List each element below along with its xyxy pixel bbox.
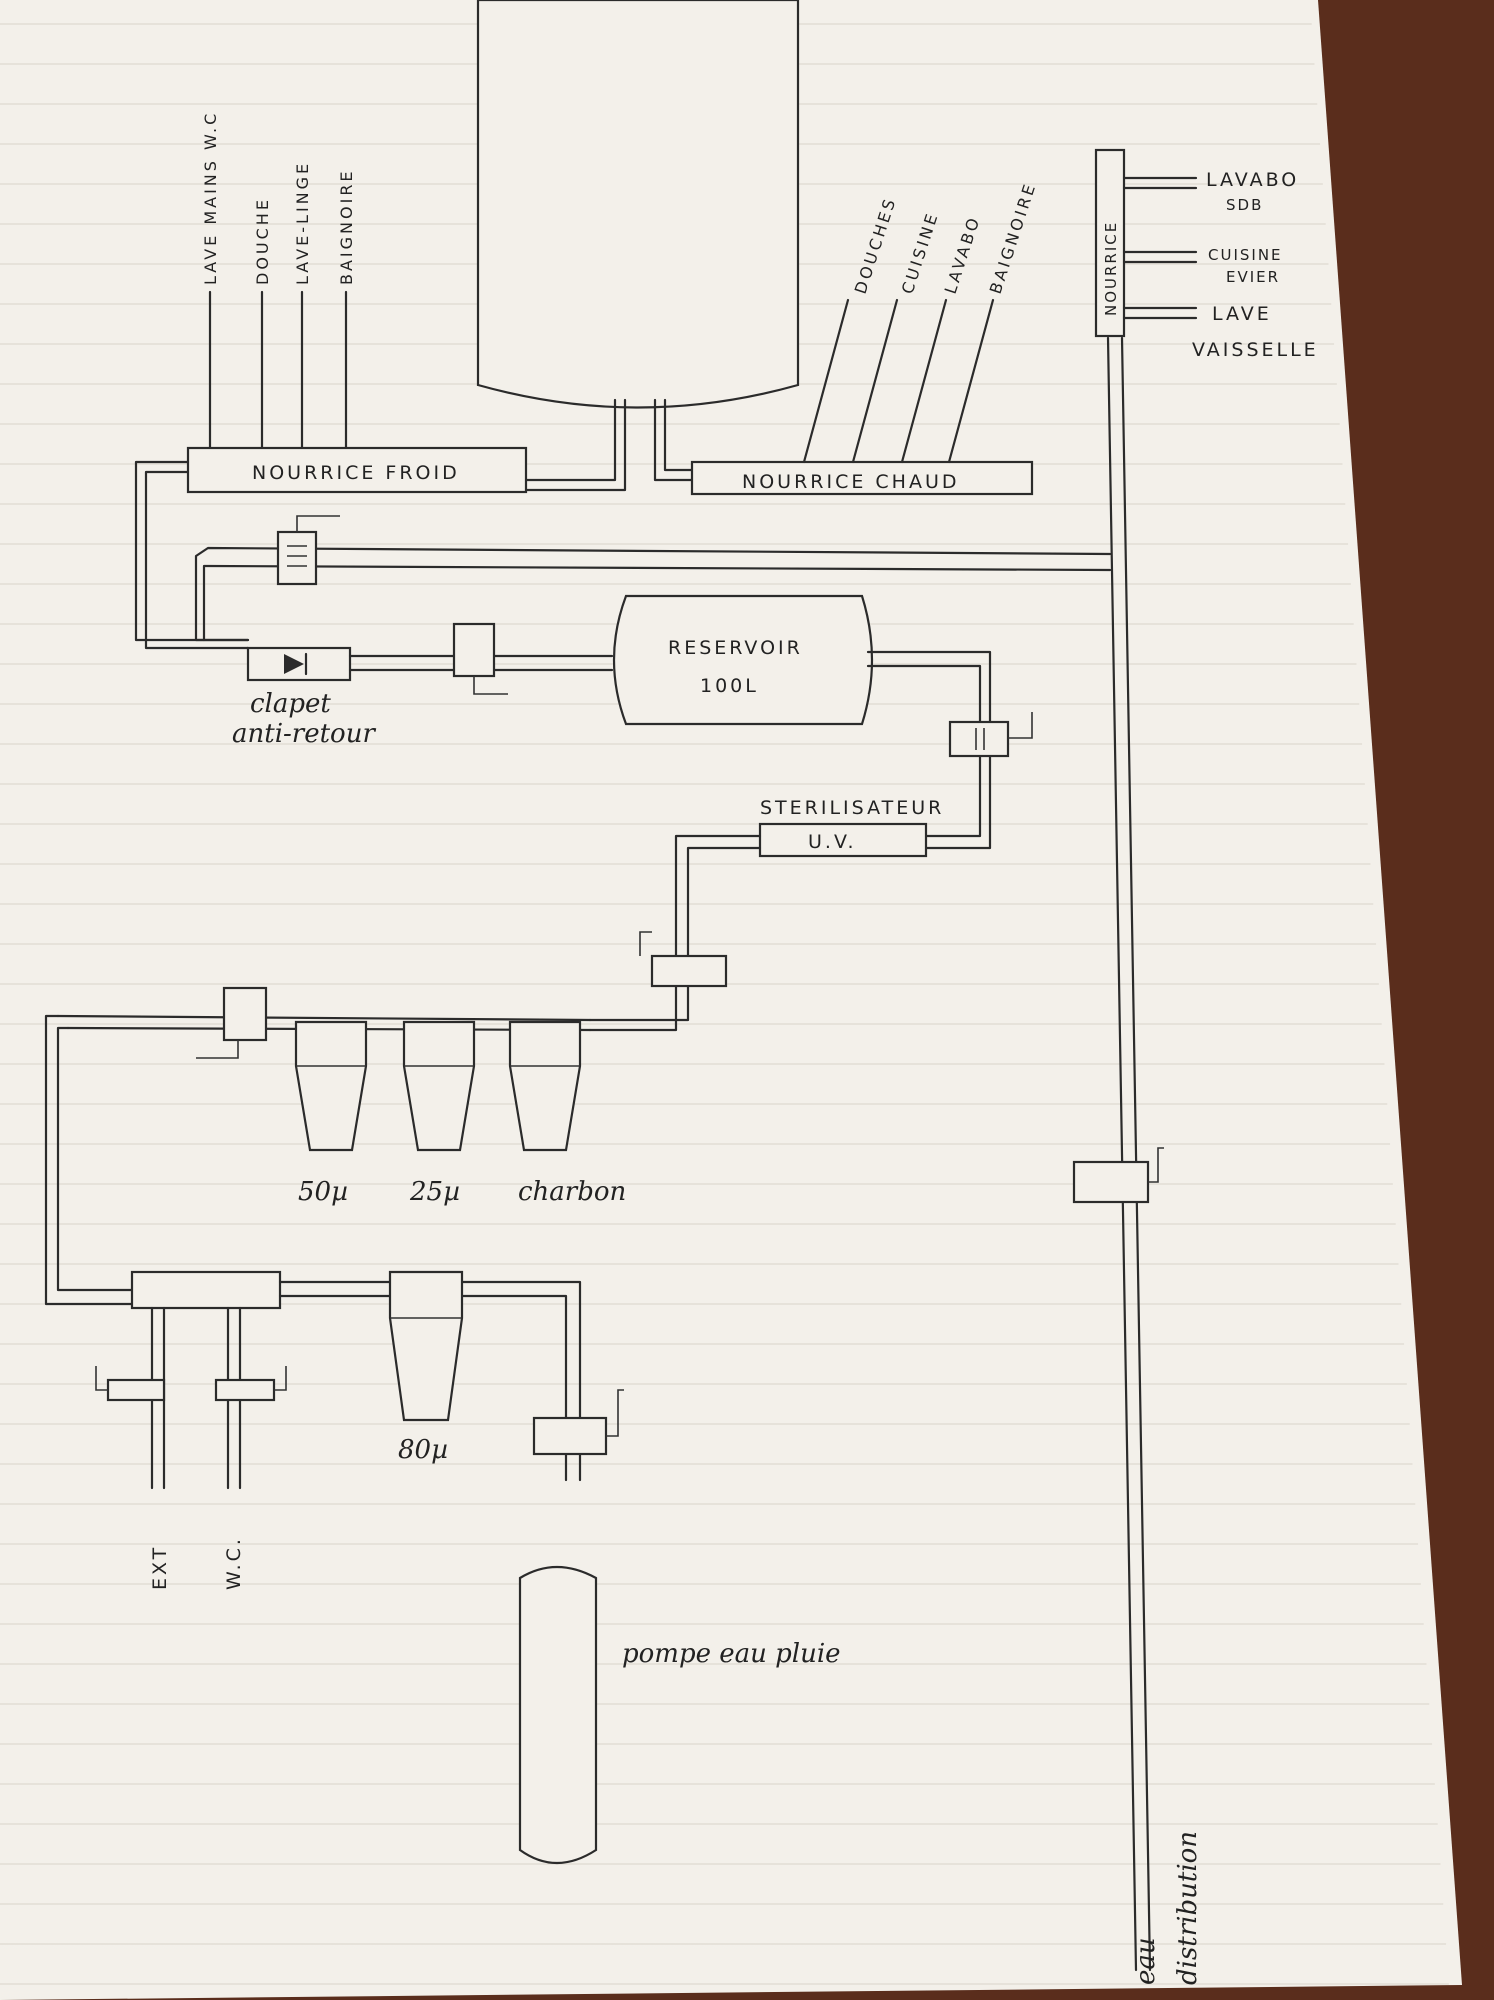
filter-line-valve [650, 954, 728, 988]
filter-cartridge [508, 1020, 582, 1152]
city-outlet-label: LAVE [1212, 303, 1272, 325]
reservoir-label: RESERVOIR [668, 637, 803, 659]
check-valve-label: clapet [250, 689, 331, 719]
filter-cartridges [294, 1020, 582, 1152]
cold-outlet-pipes [208, 290, 348, 450]
wc-valve [214, 1378, 276, 1402]
sterilizer-to-filters [588, 834, 762, 1032]
city-outlet-label: LAVABO [1206, 169, 1299, 191]
cross-supply-valve-marks [287, 515, 340, 567]
cold-outlet-labels: LAVE MAINS W.C DOUCHE LAVE-LINGE BAIGNOI… [201, 111, 356, 285]
city-outlet-pipes [1122, 176, 1198, 320]
cold-outlet-label: LAVE-LINGE [293, 161, 312, 285]
reservoir-tank [612, 594, 874, 726]
reservoir-outlet-valve-marks [975, 712, 1033, 750]
filter-cartridge [294, 1020, 368, 1152]
city-water-label: eau [1131, 1937, 1161, 1985]
city-water-label: distribution [1173, 1831, 1203, 1985]
filter-bypass-valve [222, 986, 268, 1042]
filter-label: 25µ [409, 1177, 460, 1207]
check-valve-arrow [284, 654, 304, 674]
city-manifold-label: NOURRICE [1102, 221, 1120, 316]
city-riser-valve [1072, 1160, 1150, 1204]
left-return-line [44, 1014, 134, 1306]
cross-supply-valve [276, 530, 318, 586]
uv-sterilizer-label: U.V. [808, 831, 857, 853]
hot-manifold [690, 460, 1034, 496]
city-manifold [1094, 148, 1126, 338]
reservoir-inlet-valve [452, 622, 496, 678]
paper-sheet [0, 0, 1462, 2000]
wc-label: W.C. [223, 1536, 245, 1590]
ext-valve [106, 1378, 166, 1402]
rain-pump-label: pompe eau pluie [622, 1639, 841, 1669]
cold-manifold [186, 446, 528, 494]
rain-pump [518, 1565, 598, 1865]
filter-80-label: 80µ [398, 1435, 448, 1465]
check-valve-label: anti-retour [232, 719, 376, 749]
cold-feed-left [134, 460, 250, 650]
filter-label: charbon [518, 1177, 626, 1207]
reservoir-label: 100L [700, 675, 759, 697]
city-water-riser [1106, 336, 1152, 1972]
filter-80-cartridge [388, 1270, 464, 1422]
filter-cartridge [402, 1020, 476, 1152]
hot-manifold-label: NOURRICE CHAUD [742, 471, 959, 493]
pump-line-valve [532, 1416, 608, 1456]
cold-outlet-label: DOUCHE [253, 197, 272, 285]
reservoir-outlet-valve [948, 720, 1010, 758]
cold-manifold-label: NOURRICE FROID [252, 462, 460, 484]
ext-label: EXT [149, 1545, 171, 1590]
city-outlet-label: SDB [1226, 196, 1263, 214]
city-outlet-label: VAISSELLE [1192, 339, 1319, 361]
hot-outlet-pipes [802, 298, 995, 464]
heater-cold-feed [524, 398, 627, 492]
sterilizer-title: STERILISATEUR [760, 797, 944, 819]
pump-manifold [130, 1270, 282, 1310]
heater-hot-outlet [653, 398, 694, 482]
cold-outlet-label: LAVE MAINS W.C [201, 111, 220, 285]
filter-label: 50µ [298, 1177, 348, 1207]
cold-outlet-label: BAIGNOIRE [337, 168, 356, 285]
water-heater-tank [476, 0, 800, 409]
uv-sterilizer [758, 822, 928, 858]
city-outlet-label: EVIER [1226, 268, 1280, 286]
city-outlet-label: CUISINE [1208, 246, 1283, 264]
city-outlet-labels: LAVABO SDB CUISINE EVIER LAVE VAISSELLE [1192, 169, 1319, 361]
